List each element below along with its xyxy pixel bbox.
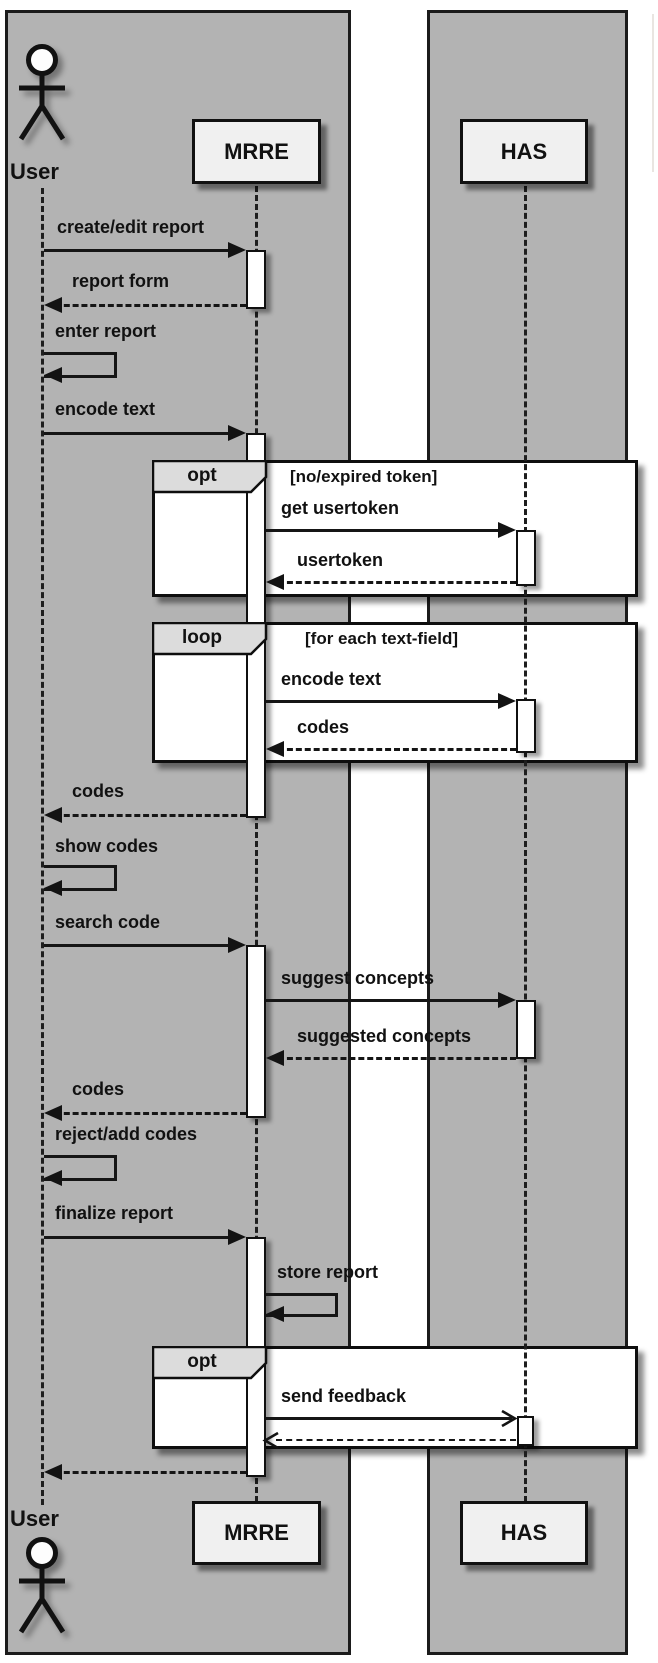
arrowhead-left [44,807,62,823]
message-line [44,249,234,252]
message-label: store report [277,1262,379,1282]
message-line-dashed [55,304,246,307]
message-label: reject/add codes [55,1124,198,1144]
user-lifeline [41,188,44,1505]
message-label: usertoken [297,550,384,570]
has-activation-2 [516,699,536,753]
message-line [266,1417,512,1420]
opt-label-pentagon [152,460,268,494]
self-message-bracket [44,352,117,378]
arrowhead-right [228,242,246,258]
self-message-bracket [44,865,117,891]
actor-label-bottom: User [10,1506,59,1531]
has-activation-1 [516,530,536,586]
message-line-dashed [55,1471,246,1474]
message-label: suggest concepts [281,968,435,988]
arrowhead-left [44,1105,62,1121]
has-activation-4 [517,1416,534,1446]
message-line [44,944,234,947]
self-message-bracket [266,1293,338,1317]
arrowhead-left [266,741,284,757]
arrowhead-right [228,937,246,953]
message-line-dashed [55,1112,246,1115]
message-label: encode text [281,669,382,689]
opt2-label-pentagon [152,1346,268,1380]
arrowhead-left [266,574,284,590]
message-label: codes [72,1079,125,1099]
message-label: create/edit report [57,217,205,237]
message-line [266,999,504,1002]
arrowhead-left [44,297,62,313]
message-label: encode text [55,399,156,419]
self-message-bracket [44,1155,117,1181]
open-arrowhead-left [262,1431,279,1450]
arrowhead-left [44,1170,62,1186]
user-actor-icon-top [18,44,66,141]
message-line-dashed [278,1057,516,1060]
message-label: report form [72,271,170,291]
user-actor-icon-bottom [18,1537,66,1634]
arrowhead-right [498,522,516,538]
page-edge-artifact [652,14,654,172]
fragment-operator: loop [181,627,223,648]
fragment-operator: opt [187,1351,217,1372]
message-label: send feedback [281,1386,407,1406]
message-label: search code [55,912,161,932]
actor-label-top: User [10,159,59,184]
message-label: suggested concepts [297,1026,472,1046]
participant-box-mrre-bottom: MRRE [192,1501,321,1565]
fragment-condition: [for each text-field] [305,629,459,648]
loop-label-pentagon [152,622,268,656]
message-label: show codes [55,836,159,856]
fragment-condition: [no/expired token] [290,467,438,486]
fragment-operator: opt [187,465,217,486]
arrowhead-right [228,1229,246,1245]
message-line [266,700,504,703]
arrowhead-left [44,1464,62,1480]
message-line-dashed [55,814,246,817]
mrre-lifeline [255,186,258,1502]
message-line [44,432,234,435]
message-label: codes [297,717,350,737]
message-line-dashed [278,581,516,584]
open-arrowhead-right [501,1409,518,1428]
arrowhead-left [44,367,62,383]
mrre-activation-1 [246,250,266,309]
message-label: codes [72,781,125,801]
message-line [266,529,504,532]
has-activation-3 [516,1000,536,1059]
message-line [44,1236,234,1239]
message-line-dashed [278,748,516,751]
arrowhead-right [498,693,516,709]
message-label: get usertoken [281,498,400,518]
message-label: enter report [55,321,157,341]
mrre-activation-3 [246,945,266,1118]
participant-box-has-bottom: HAS [460,1501,588,1565]
arrowhead-left [266,1306,284,1322]
arrowhead-right [498,992,516,1008]
message-label: finalize report [55,1203,174,1223]
participant-box-has-top: HAS [460,119,588,184]
has-lifeline [524,186,527,1502]
arrowhead-left [44,880,62,896]
arrowhead-left [266,1050,284,1066]
participant-box-mrre-top: MRRE [192,119,321,184]
message-line-dashed [276,1439,516,1441]
arrowhead-right [228,425,246,441]
